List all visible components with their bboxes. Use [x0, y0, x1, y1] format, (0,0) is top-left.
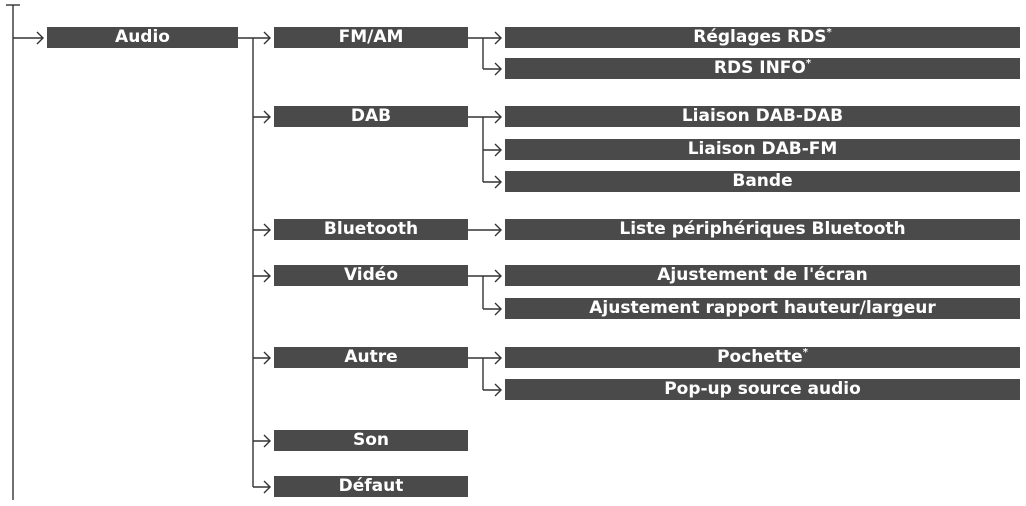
arrowhead [263, 223, 271, 237]
item-label: Liaison DAB-FM [687, 139, 838, 159]
arrowhead [263, 31, 271, 45]
arrowhead [36, 31, 44, 45]
footnote-mark: * [802, 347, 808, 358]
category-box-autre: Autre [274, 347, 468, 368]
root-label: Audio [115, 27, 170, 47]
category-box-dab: DAB [274, 106, 468, 127]
footnote-mark: * [805, 58, 812, 69]
category-label: Défaut [338, 476, 404, 496]
arrowhead [494, 31, 502, 45]
item-box-liaison-dab-dab: Liaison DAB-DAB [505, 106, 1020, 127]
footnote-mark: * [826, 27, 832, 38]
category-box-fm-am: FM/AM [274, 27, 468, 48]
item-box-liste-peripheriques-bluetooth: Liste périphériques Bluetooth [505, 219, 1020, 240]
item-box-pochette: Pochette* [505, 347, 1020, 368]
category-label: Bluetooth [323, 219, 419, 239]
item-box-liaison-dab-fm: Liaison DAB-FM [505, 139, 1020, 160]
item-box-ajustement-ecran: Ajustement de l'écran [505, 265, 1020, 286]
category-box-son: Son [274, 430, 468, 451]
arrowhead [263, 480, 271, 494]
category-box-defaut: Défaut [274, 476, 468, 497]
item-label: Ajustement de l'écran [657, 265, 868, 285]
arrowhead [494, 302, 502, 316]
category-label: FM/AM [338, 27, 404, 47]
item-box-rds-info: RDS INFO* [505, 58, 1020, 79]
arrowhead [494, 143, 502, 157]
arrowhead [494, 110, 502, 124]
root-box-audio: Audio [47, 27, 238, 48]
item-label: Ajustement rapport hauteur/largeur [589, 298, 936, 318]
item-label: RDS INFO [713, 58, 806, 78]
arrowhead [494, 351, 502, 365]
arrowhead [263, 269, 271, 283]
arrowhead [494, 175, 502, 189]
arrowhead [494, 223, 502, 237]
item-label: Pop-up source audio [664, 379, 861, 399]
arrowhead [494, 62, 502, 76]
item-box-pop-up-source-audio: Pop-up source audio [505, 379, 1020, 400]
arrowhead [494, 383, 502, 397]
arrowhead [494, 269, 502, 283]
item-label: Liaison DAB-DAB [681, 106, 844, 126]
category-label: DAB [350, 106, 392, 126]
item-box-ajustement-rapport: Ajustement rapport hauteur/largeur [505, 298, 1020, 319]
item-label: Réglages RDS [693, 27, 827, 47]
arrowhead [263, 351, 271, 365]
item-label: Liste périphériques Bluetooth [619, 219, 906, 239]
item-box-bande: Bande [505, 171, 1020, 192]
item-box-reglages-rds: Réglages RDS* [505, 27, 1020, 48]
category-label: Autre [344, 347, 398, 367]
arrowhead [263, 110, 271, 124]
category-label: Vidéo [343, 265, 399, 285]
item-label: Pochette [717, 347, 803, 367]
item-label: Bande [732, 171, 793, 191]
category-box-bluetooth: Bluetooth [274, 219, 468, 240]
category-label: Son [352, 430, 390, 450]
arrowhead [263, 434, 271, 448]
category-box-video: Vidéo [274, 265, 468, 286]
